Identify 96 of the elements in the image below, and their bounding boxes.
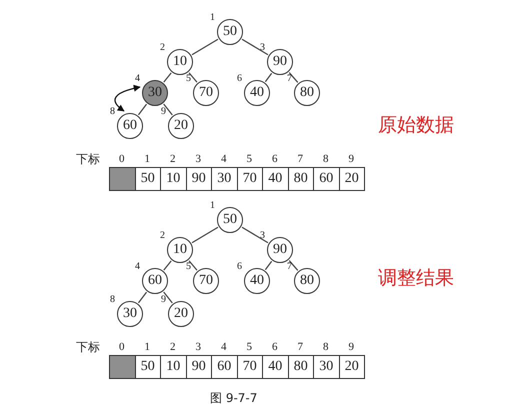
tree-edge bbox=[242, 226, 268, 244]
index-number: 1 bbox=[144, 341, 151, 353]
index-number: 8 bbox=[322, 341, 330, 353]
node-index: 5 bbox=[186, 74, 191, 84]
array-cell: 40 bbox=[262, 167, 288, 191]
index-number: 9 bbox=[348, 341, 355, 353]
node-index: 4 bbox=[135, 74, 140, 84]
index-number: 7 bbox=[296, 153, 304, 165]
array-cell: 90 bbox=[186, 167, 212, 191]
tree-edge bbox=[242, 38, 268, 56]
heap-node: 80 bbox=[294, 268, 320, 294]
index-number: 4 bbox=[220, 341, 228, 353]
heap-node: 50 bbox=[217, 207, 243, 233]
heap-node: 70 bbox=[193, 268, 219, 294]
index-number: 6 bbox=[271, 153, 278, 165]
node-index: 4 bbox=[135, 262, 140, 272]
tree-edge bbox=[163, 104, 173, 116]
figure-caption: 图 9-7-7 bbox=[210, 391, 258, 405]
array-cell: 30 bbox=[211, 167, 238, 191]
heap-node: 40 bbox=[244, 80, 270, 106]
node-index: 9 bbox=[161, 107, 166, 117]
array-cell: 10 bbox=[160, 355, 186, 379]
node-index: 7 bbox=[287, 262, 292, 272]
heap-node: 10 bbox=[167, 237, 193, 263]
array-cell: 70 bbox=[236, 355, 263, 379]
array-cell: 40 bbox=[262, 355, 288, 379]
tree-edge bbox=[138, 292, 148, 304]
node-index: 3 bbox=[260, 43, 265, 53]
node-index: 2 bbox=[160, 231, 165, 241]
node-index: 3 bbox=[260, 231, 265, 241]
node-index: 5 bbox=[186, 262, 191, 272]
index-number: 2 bbox=[169, 341, 176, 353]
node-index: 9 bbox=[161, 295, 166, 305]
tree-edge bbox=[288, 260, 298, 271]
heap-node: 70 bbox=[193, 80, 219, 106]
heap-node: 30 bbox=[142, 80, 168, 106]
index-number: 5 bbox=[246, 153, 253, 165]
heap-node: 20 bbox=[168, 301, 194, 327]
index-number: 0 bbox=[118, 341, 126, 353]
array-cell: 20 bbox=[338, 355, 365, 379]
array-cell: 20 bbox=[338, 167, 365, 191]
heap-node: 90 bbox=[267, 237, 293, 263]
tree-edge bbox=[163, 72, 172, 82]
tree-edge bbox=[138, 104, 148, 116]
index-number: 3 bbox=[194, 341, 202, 353]
tree-edge bbox=[188, 72, 198, 83]
index-number: 6 bbox=[271, 341, 278, 353]
index-number: 7 bbox=[296, 341, 304, 353]
heap-node: 60 bbox=[142, 268, 168, 294]
index-number: 2 bbox=[169, 153, 176, 165]
index-number: 1 bbox=[144, 153, 151, 165]
heap-node: 80 bbox=[294, 80, 320, 106]
row-label: 下标 bbox=[76, 152, 100, 166]
node-index: 2 bbox=[160, 43, 165, 53]
tree-edge bbox=[264, 72, 272, 82]
array-cell: 60 bbox=[313, 167, 340, 191]
swap-arrow bbox=[114, 84, 141, 112]
tree-edge bbox=[163, 292, 173, 304]
row-label: 下标 bbox=[76, 340, 100, 354]
tree-edge bbox=[188, 260, 198, 271]
index-number: 4 bbox=[220, 153, 228, 165]
heap-node: 40 bbox=[244, 268, 270, 294]
array-cell: 70 bbox=[236, 167, 263, 191]
index-number: 5 bbox=[246, 341, 253, 353]
index-number: 9 bbox=[348, 153, 355, 165]
index-number: 8 bbox=[322, 153, 330, 165]
heap-node: 60 bbox=[117, 113, 143, 139]
index-number: 3 bbox=[194, 153, 202, 165]
annotation-text: 原始数据 bbox=[378, 114, 454, 136]
node-index: 7 bbox=[287, 74, 292, 84]
heap-node: 90 bbox=[267, 49, 293, 75]
node-index: 8 bbox=[110, 107, 115, 117]
node-index: 1 bbox=[210, 201, 215, 211]
index-number: 0 bbox=[118, 153, 126, 165]
array-cell: 50 bbox=[134, 167, 161, 191]
tree-edge bbox=[192, 226, 218, 244]
tree-edge bbox=[264, 260, 272, 270]
tree-edge bbox=[163, 260, 172, 270]
annotation-text: 调整结果 bbox=[378, 267, 454, 289]
heap-node: 20 bbox=[168, 113, 194, 139]
array-cell: 80 bbox=[288, 355, 314, 379]
array-cell: 30 bbox=[313, 355, 340, 379]
array-cell: 60 bbox=[211, 355, 238, 379]
heap-node: 30 bbox=[117, 301, 143, 327]
array-cell: 10 bbox=[160, 167, 186, 191]
array-cell: 90 bbox=[186, 355, 212, 379]
array-cell: 50 bbox=[134, 355, 161, 379]
node-index: 6 bbox=[237, 262, 242, 272]
node-index: 8 bbox=[110, 295, 115, 305]
node-index: 6 bbox=[237, 74, 242, 84]
tree-edge bbox=[192, 38, 218, 56]
array-cell: 80 bbox=[288, 167, 314, 191]
tree-edge bbox=[288, 72, 298, 83]
heap-node: 50 bbox=[217, 19, 243, 45]
node-index: 1 bbox=[210, 13, 215, 23]
heap-node: 10 bbox=[167, 49, 193, 75]
